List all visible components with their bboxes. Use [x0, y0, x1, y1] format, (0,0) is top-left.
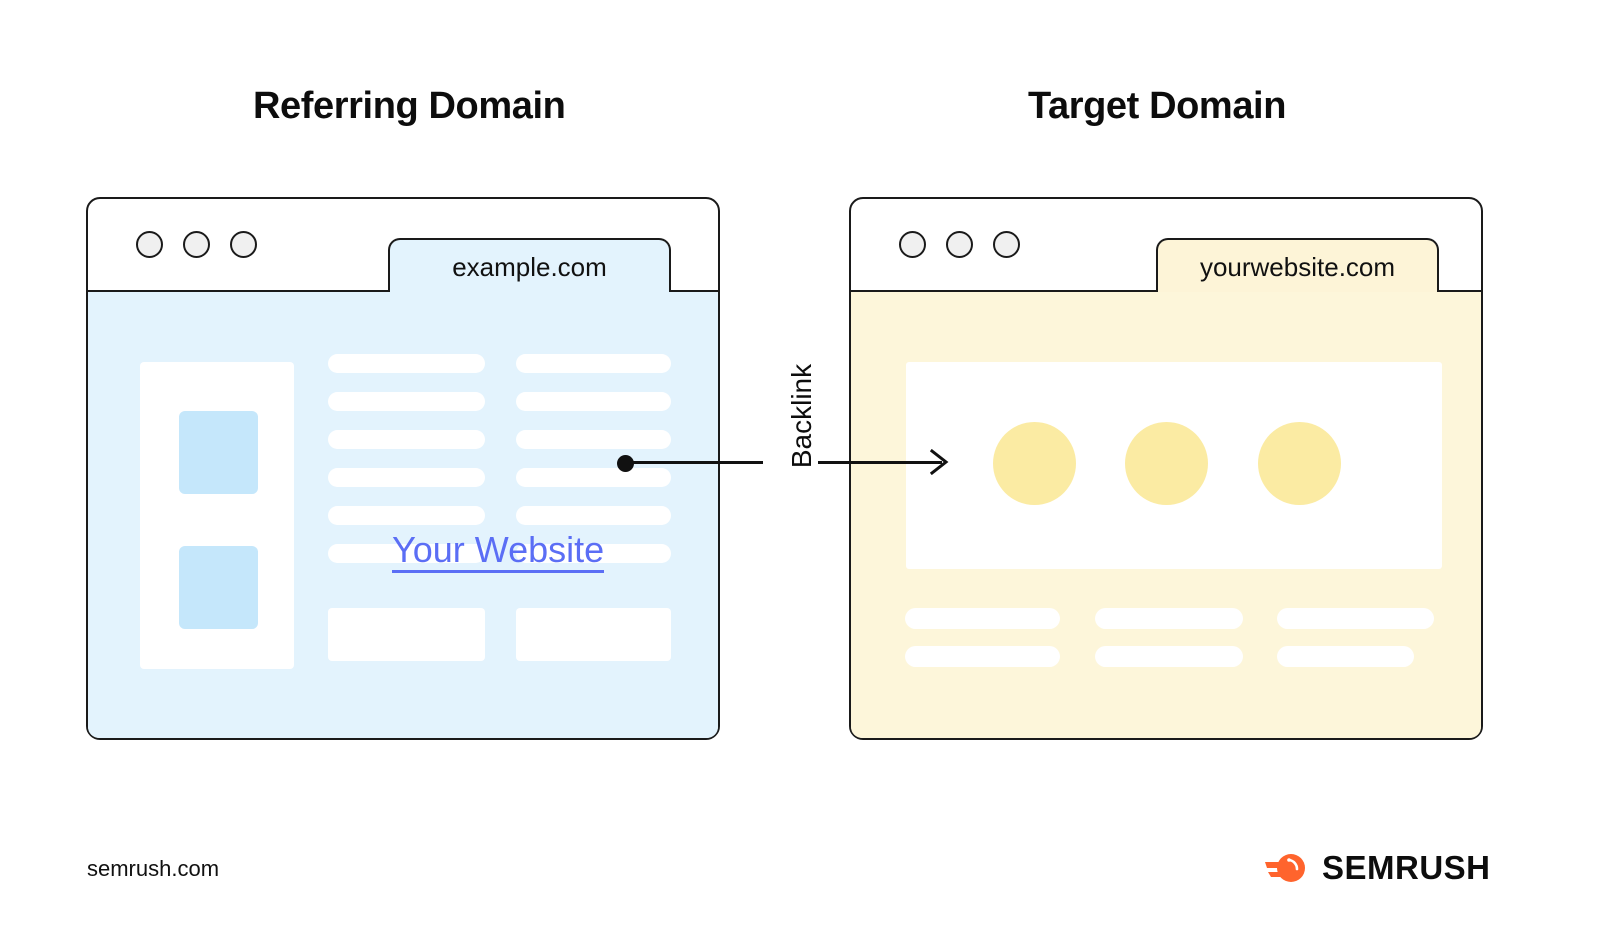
text-bar [516, 506, 671, 525]
backlink-line-segment-left [630, 461, 763, 464]
browser-titlebar-referring: example.com [88, 199, 718, 294]
footer-text-bar [1277, 646, 1414, 667]
footer-text-bar [1277, 608, 1434, 629]
maximize-dot-icon[interactable] [230, 231, 257, 258]
target-domain-page-content [851, 292, 1481, 738]
text-bar [328, 468, 485, 487]
sidebar-image-placeholder-2 [179, 546, 258, 629]
window-control-dots-target [899, 231, 1020, 258]
text-bar [328, 506, 485, 525]
sidebar-card [140, 362, 294, 669]
semrush-logo: SEMRUSH [1265, 849, 1491, 887]
text-bar [516, 354, 671, 373]
close-dot-icon[interactable] [136, 231, 163, 258]
text-bar [328, 354, 485, 373]
referring-domain-browser-window: example.com Your Webs [86, 197, 720, 740]
content-block [328, 608, 485, 661]
referring-domain-page-content: Your Website [88, 292, 718, 738]
window-control-dots-referring [136, 231, 257, 258]
your-website-link[interactable]: Your Website [392, 532, 605, 573]
close-dot-icon[interactable] [899, 231, 926, 258]
arrow-right-icon [930, 449, 949, 475]
page-title-target-domain: Target Domain [1028, 85, 1287, 127]
hero-circle-2 [1125, 422, 1208, 505]
hero-circle-3 [1258, 422, 1341, 505]
target-domain-browser-window: yourwebsite.com [849, 197, 1483, 740]
text-bar [516, 544, 671, 563]
text-bar [516, 430, 671, 449]
page-title-referring-domain: Referring Domain [253, 85, 566, 127]
minimize-dot-icon[interactable] [183, 231, 210, 258]
footer-text-bar [905, 608, 1060, 629]
hero-card [906, 362, 1442, 569]
footer-source-url: semrush.com [87, 856, 220, 881]
browser-tab-yourwebsite-com[interactable]: yourwebsite.com [1156, 238, 1439, 294]
backlink-origin-dot-icon [617, 455, 634, 472]
content-block [516, 608, 671, 661]
text-bar [328, 392, 485, 411]
maximize-dot-icon[interactable] [993, 231, 1020, 258]
browser-tab-example-com[interactable]: example.com [388, 238, 671, 294]
browser-titlebar-target: yourwebsite.com [851, 199, 1481, 294]
sidebar-image-placeholder-1 [179, 411, 258, 494]
footer-text-bar [905, 646, 1060, 667]
footer-text-bar [1095, 646, 1243, 667]
text-bar [516, 392, 671, 411]
semrush-wordmark: SEMRUSH [1322, 849, 1491, 886]
minimize-dot-icon[interactable] [946, 231, 973, 258]
text-bar [328, 430, 485, 449]
hero-circle-1 [993, 422, 1076, 505]
backlink-line-segment-right [818, 461, 942, 464]
backlink-label: Backlink [786, 363, 817, 469]
footer-text-bar [1095, 608, 1243, 629]
text-bar [516, 468, 671, 487]
semrush-comet-icon [1265, 854, 1305, 882]
text-bar [328, 544, 485, 563]
